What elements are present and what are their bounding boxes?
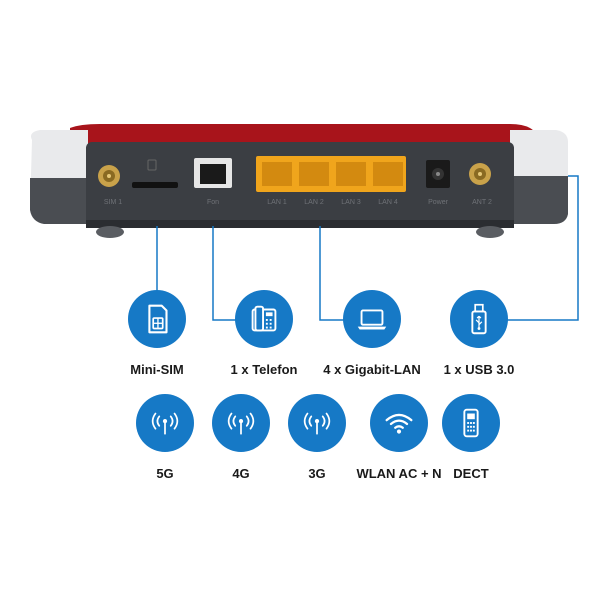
port-label: LAN 2 xyxy=(304,199,324,206)
port-label: Fon xyxy=(207,199,219,206)
antenna-signal-icon xyxy=(303,412,331,435)
feature-4g: 4G xyxy=(186,394,296,481)
feature-label: 3G xyxy=(308,466,326,481)
port-label: SIM 1 xyxy=(104,199,122,206)
port-label: Power xyxy=(428,199,449,206)
router-rear-view: SIM 1 Fon LAN 1 LAN 2 LAN 3 LAN 4 Power … xyxy=(30,124,568,238)
dect-handset-icon xyxy=(463,408,479,438)
router-red-top xyxy=(70,124,535,146)
antenna-signal-icon xyxy=(227,412,255,435)
port-label: LAN 1 xyxy=(267,199,287,206)
feature-label: DECT xyxy=(453,466,489,481)
feature-label: 5G xyxy=(156,466,174,481)
telephone-icon xyxy=(251,305,277,332)
sim-slot xyxy=(132,182,178,188)
fon-port xyxy=(194,158,232,188)
feature-gigabit-lan: 4 x Gigabit-LAN xyxy=(317,290,427,377)
wifi-icon xyxy=(385,413,413,434)
feature-wlan: WLAN AC + N xyxy=(344,394,454,481)
antenna-connector-1 xyxy=(98,165,120,187)
feature-mini-sim: Mini-SIM xyxy=(102,290,212,377)
feature-label: 1 x USB 3.0 xyxy=(443,362,515,377)
antenna-connector-2 xyxy=(469,163,491,185)
feature-label: WLAN AC + N xyxy=(356,466,442,481)
sim-card-icon xyxy=(148,304,168,334)
feature-usb: 1 x USB 3.0 xyxy=(424,290,534,377)
feature-telefon: 1 x Telefon xyxy=(209,290,319,377)
feature-label: 1 x Telefon xyxy=(230,362,298,377)
feature-label: 4G xyxy=(232,466,250,481)
usb-stick-icon xyxy=(471,303,487,335)
feature-5g: 5G xyxy=(110,394,220,481)
port-label: LAN 3 xyxy=(341,199,361,206)
lan-ports xyxy=(256,156,406,192)
antenna-signal-icon xyxy=(151,412,179,435)
laptop-icon xyxy=(357,309,387,330)
port-label: LAN 4 xyxy=(378,199,398,206)
feature-label: Mini-SIM xyxy=(130,362,184,377)
feature-3g: 3G xyxy=(262,394,372,481)
port-label: ANT 2 xyxy=(472,199,492,206)
power-jack xyxy=(426,160,450,188)
feature-label: 4 x Gigabit-LAN xyxy=(323,362,421,377)
feature-dect: DECT xyxy=(416,394,526,481)
